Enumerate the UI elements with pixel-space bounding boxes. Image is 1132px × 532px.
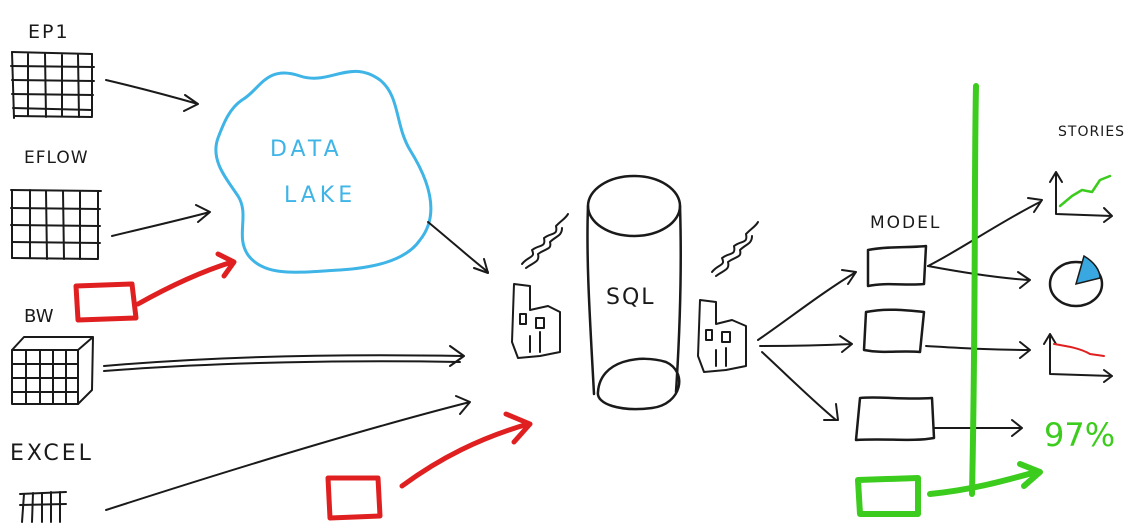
data-lake-label-line2: LAKE: [284, 183, 356, 208]
cube-icon: [11, 336, 94, 405]
green-boundary: [855, 83, 1043, 517]
source-eflow: EFLOW: [10, 148, 102, 260]
model-box-2: [862, 308, 926, 354]
etl-right: [697, 221, 759, 373]
new-source-box: [325, 475, 383, 521]
smoke-icon: [711, 221, 759, 273]
data-lake: DATA LAKE: [214, 69, 433, 274]
sql-database: SQL: [586, 174, 683, 411]
new-output-box: [855, 475, 921, 517]
arrow-lake-to-sql: [427, 221, 489, 274]
sql-label: SQL: [606, 285, 656, 310]
smoke-icon-2: [525, 227, 563, 269]
smoke-icon-2: [715, 235, 753, 277]
smoke-icon: [521, 213, 569, 265]
arrows-sources: [103, 79, 471, 511]
data-lake-label-line1: DATA: [270, 137, 343, 162]
arrow-bw-to-lake: [135, 251, 237, 307]
data-lake-cloud: [214, 69, 433, 274]
source-bw-label: BW: [24, 306, 54, 327]
boundary-line: [969, 83, 979, 497]
pie-chart-icon: [1048, 254, 1104, 308]
source-eflow-label: EFLOW: [24, 148, 89, 168]
table-icon: [10, 189, 102, 260]
table-icon: [10, 51, 95, 119]
arrows-to-models: [757, 269, 857, 421]
red-markers: [73, 251, 383, 521]
source-bw: BW: [11, 306, 94, 405]
etl-left: [511, 213, 569, 359]
new-source-box-bw: [73, 281, 139, 323]
model-box-1: [866, 244, 928, 288]
factory-icon: [697, 299, 747, 373]
arrow-excel-to-sql: [105, 395, 471, 511]
declining-chart-icon: [1043, 333, 1113, 383]
models: MODEL: [854, 213, 941, 442]
source-excel: EXCEL: [10, 441, 94, 523]
stories-label: STORIES: [1058, 124, 1125, 140]
source-excel-label: EXCEL: [10, 441, 94, 466]
factory-icon: [511, 283, 561, 359]
outputs: STORIES 97%: [1043, 124, 1125, 454]
models-label: MODEL: [870, 213, 941, 233]
table-icon: [19, 491, 67, 523]
database-cylinder-icon: [586, 174, 683, 411]
arrow-bw-to-sql-2: [103, 360, 461, 372]
line-chart-icon: [1049, 171, 1113, 223]
arrow-new-output: [927, 461, 1043, 497]
arrows-to-outputs: [925, 197, 1043, 437]
arrow-ep1-to-lake: [105, 79, 199, 112]
arrow-eflow-to-lake: [111, 204, 211, 237]
arrow-new-source-to-sql: [399, 411, 533, 489]
kpi-value: 97%: [1044, 416, 1115, 454]
source-ep1-label: EP1: [28, 21, 70, 43]
model-box-3: [854, 396, 936, 442]
source-ep1: EP1: [10, 21, 95, 119]
